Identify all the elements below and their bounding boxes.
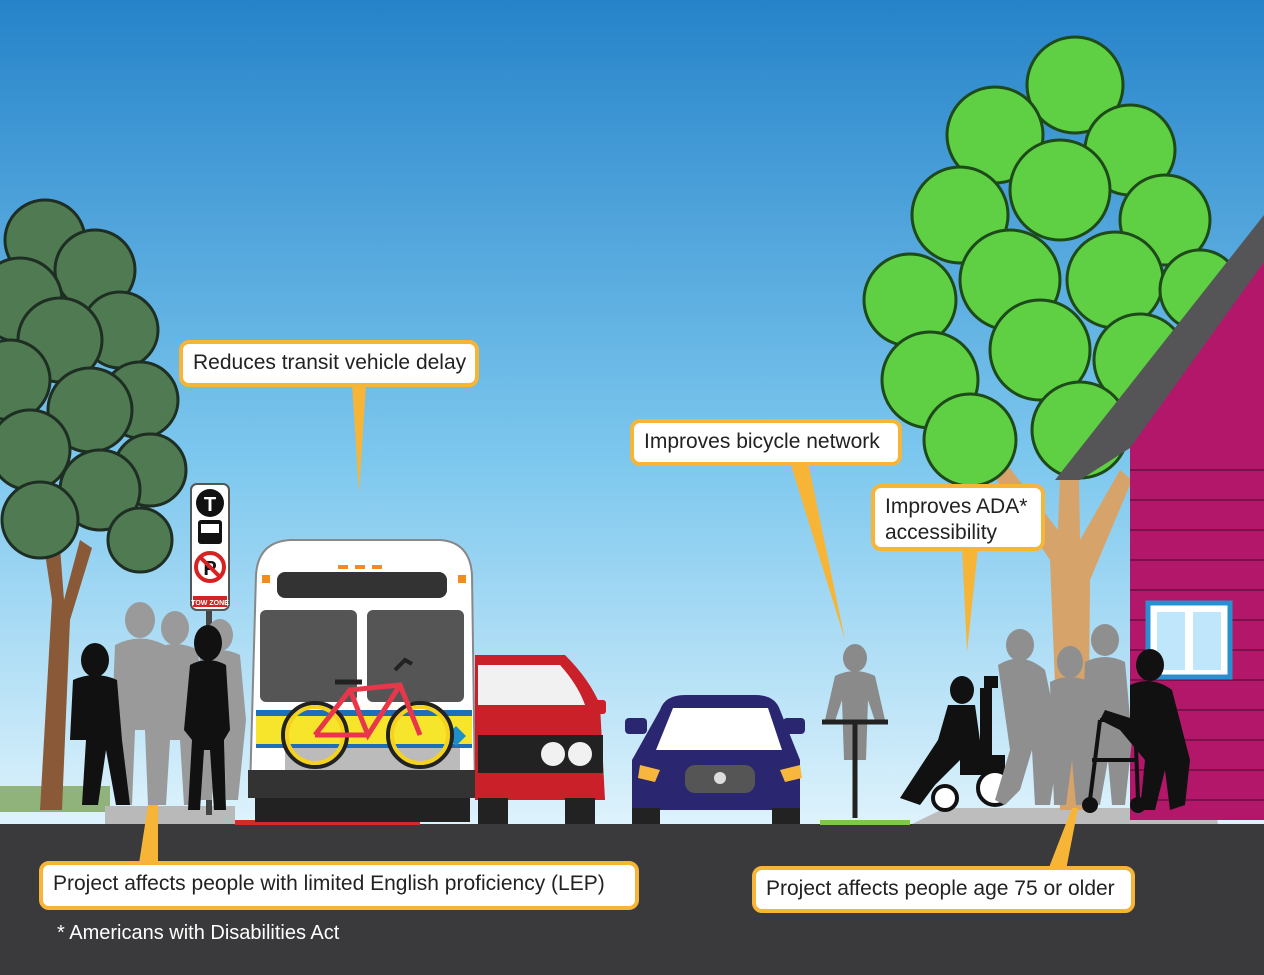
bus-lane-marking	[235, 820, 420, 825]
people-right-group	[995, 624, 1132, 805]
callout-lep: Project affects people with limited Engl…	[39, 861, 639, 910]
callout-pointers	[138, 385, 1078, 870]
callout-transit-delay: Reduces transit vehicle delay	[179, 340, 479, 387]
callout-bicycle-network: Improves bicycle network	[630, 419, 902, 466]
cyclist	[825, 644, 885, 760]
callout-ada-line2: accessibility	[885, 521, 998, 544]
footnote: * Americans with Disabilities Act	[57, 922, 340, 944]
callout-lep-text: Project affects people with limited Engl…	[53, 872, 605, 895]
callout-bicycle-network-text: Improves bicycle network	[644, 430, 880, 453]
elderly-walker-user	[1082, 649, 1190, 813]
bus	[248, 539, 480, 822]
callout-age75: Project affects people age 75 or older	[752, 866, 1135, 913]
bike-lane-marking	[820, 820, 910, 825]
callout-age75-text: Project affects people age 75 or older	[766, 877, 1115, 900]
red-car	[475, 655, 606, 824]
bike-on-rack	[281, 657, 454, 769]
svg-text:TOW ZONE: TOW ZONE	[191, 600, 229, 607]
transit-t-icon	[196, 489, 224, 517]
callout-ada-line1: Improves ADA*	[885, 495, 1028, 518]
svg-text:T: T	[204, 494, 216, 516]
blue-car	[625, 695, 805, 824]
house	[1055, 215, 1264, 820]
left-tree	[0, 198, 188, 810]
sidewalk-left	[105, 806, 235, 824]
callout-transit-delay-text: Reduces transit vehicle delay	[193, 351, 467, 374]
cyclist-bike	[822, 719, 888, 818]
people-left-front	[70, 625, 230, 810]
callout-ada-accessibility: Improves ADA* accessibility	[871, 484, 1045, 551]
